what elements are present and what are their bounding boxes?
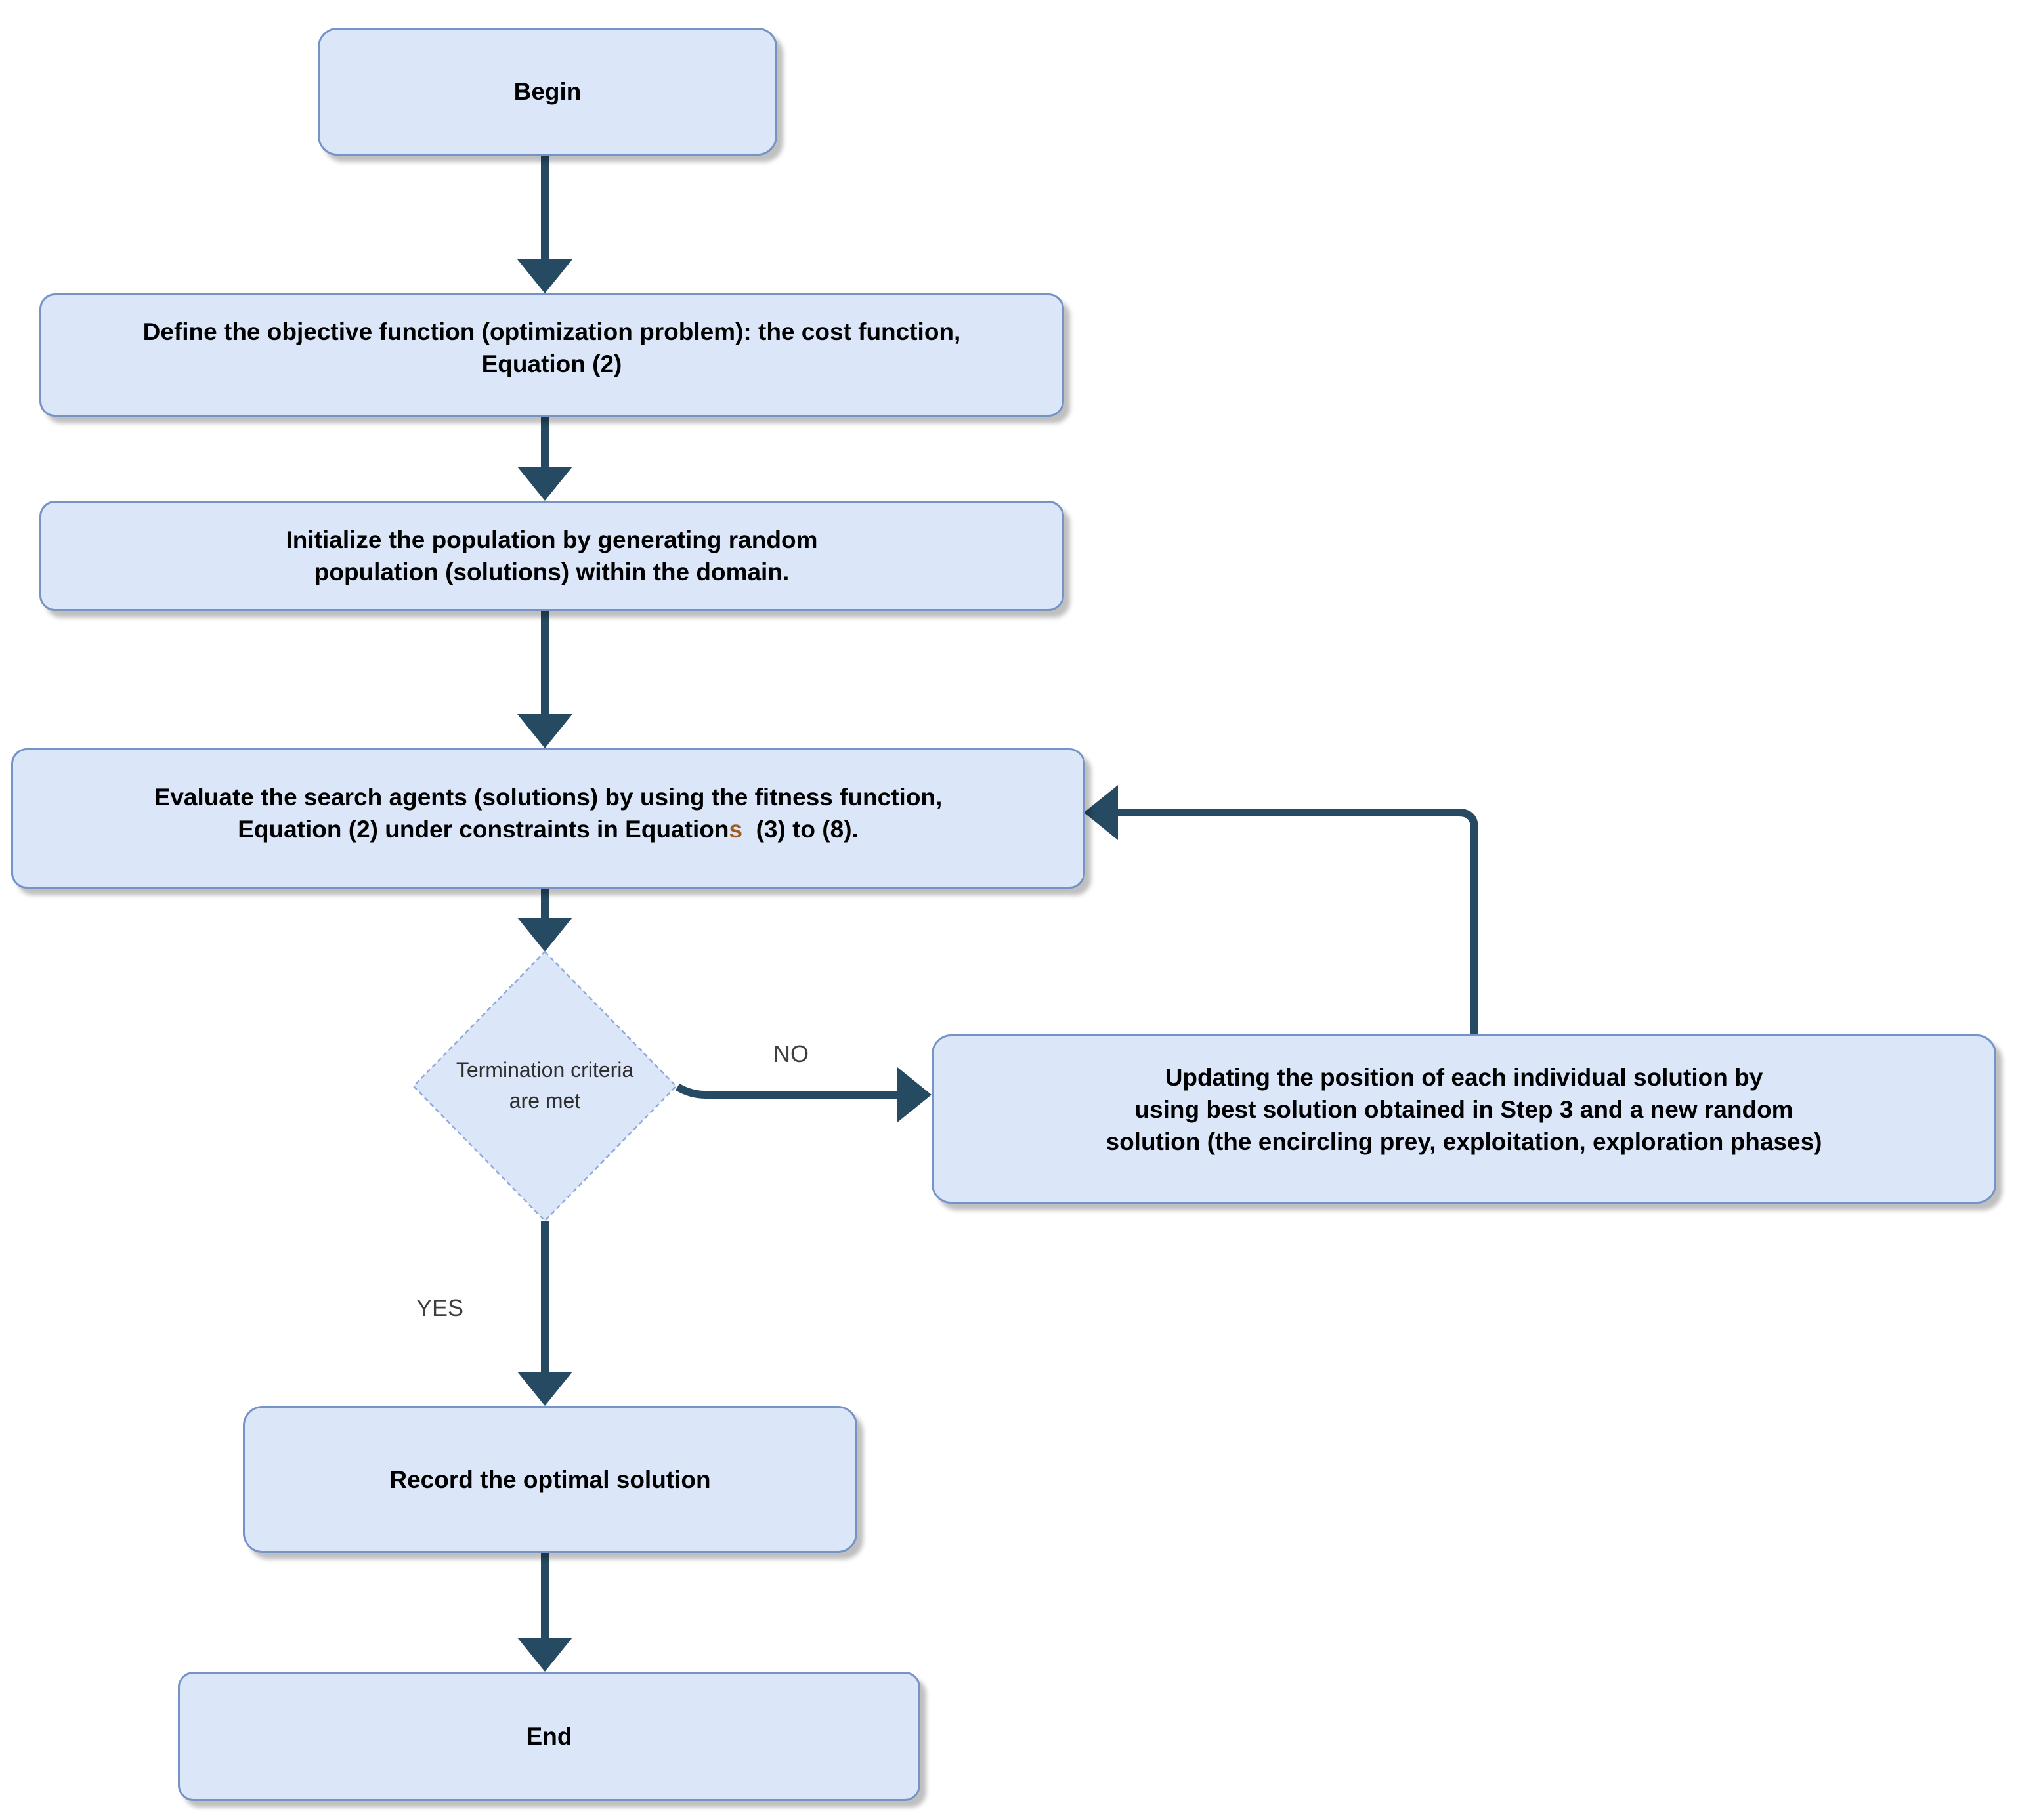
decision-line-2: are met [509, 1089, 581, 1112]
node-updating: Updating the position of each individual… [932, 1034, 1996, 1204]
node-evaluate: Evaluate the search agents (solutions) b… [11, 748, 1085, 889]
evaluate-line-1: Evaluate the search agents (solutions) b… [154, 784, 943, 811]
updating-line-3: solution (the encircling prey, exploitat… [1105, 1128, 1822, 1155]
arrow-feedback-updating-to-evaluate [1084, 785, 1478, 1034]
begin-label: Begin [513, 78, 582, 105]
node-record: Record the optimal solution [243, 1406, 857, 1553]
evaluate-line-2: Equation (2) under constraints in Equati… [238, 813, 859, 845]
updating-line-2: using best solution obtained in Step 3 a… [1134, 1095, 1793, 1123]
initialize-line-1: Initialize the population by generating … [286, 526, 818, 553]
define-line-1: Define the objective function (optimizat… [142, 318, 961, 345]
define-line-2: Equation (2) [481, 350, 622, 377]
decision-line-1: Termination criteria [456, 1058, 634, 1082]
updating-line-1: Updating the position of each individual… [1165, 1063, 1763, 1091]
record-label: Record the optimal solution [389, 1466, 711, 1493]
initialize-line-2: population (solutions) within the domain… [314, 559, 790, 585]
node-define: Define the objective function (optimizat… [39, 293, 1064, 417]
node-decision-label: Termination criteria are met [414, 1055, 676, 1116]
end-label: End [526, 1723, 572, 1750]
edge-label-yes: YES [416, 1294, 464, 1321]
evaluate-odd-s: s [729, 816, 743, 843]
node-end: End [178, 1672, 920, 1801]
node-initialize: Initialize the population by generating … [39, 501, 1064, 611]
node-begin: Begin [318, 28, 777, 156]
decision-diamond-shape [412, 950, 677, 1222]
arrow-decision-no-to-updating [675, 1067, 932, 1122]
evaluate-line-2-post: (3) to (8). [742, 816, 859, 843]
evaluate-line-2-pre: Equation (2) under constraints in Equati… [238, 816, 729, 843]
edge-label-no: NO [773, 1040, 809, 1067]
